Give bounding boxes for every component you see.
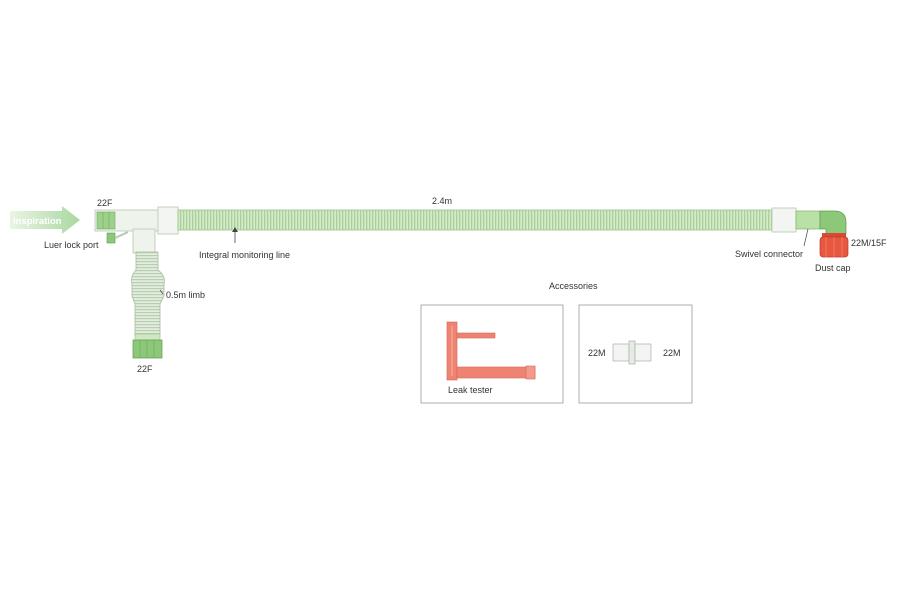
monitoring-line-pointer <box>232 227 238 243</box>
luer-lock-port <box>106 232 116 244</box>
leak-tester-box: Leak tester <box>420 304 564 404</box>
straight-connector-illustration <box>612 340 652 365</box>
luer-lock-port-label: Luer lock port <box>44 240 99 250</box>
integral-monitoring-line-label: Integral monitoring line <box>199 250 290 260</box>
swivel-connector-label: Swivel connector <box>735 249 803 259</box>
dust-cap-label: Dust cap <box>815 263 851 273</box>
swivel-connector <box>771 207 847 247</box>
length-main-label: 2.4m <box>432 196 452 206</box>
inspiration-label: Inspiration <box>13 216 62 227</box>
accessories-title: Accessories <box>549 281 598 291</box>
limb-length-label: 0.5m limb <box>166 290 205 300</box>
connector-box: 22M 22M <box>578 304 693 404</box>
port-22m-15f-label: 22M/15F <box>851 238 887 248</box>
port-22f-top-label: 22F <box>97 198 113 208</box>
connector-right-label: 22M <box>663 348 681 358</box>
limb-tube <box>131 251 165 359</box>
leak-tester-illustration <box>446 321 536 381</box>
dust-cap <box>819 233 849 258</box>
port-22f-bottom-label: 22F <box>137 364 153 374</box>
main-tube <box>177 209 775 231</box>
inspiration-arrow: Inspiration <box>10 206 80 234</box>
y-connector <box>94 206 179 254</box>
connector-left-label: 22M <box>588 348 606 358</box>
leak-tester-label: Leak tester <box>448 385 493 395</box>
